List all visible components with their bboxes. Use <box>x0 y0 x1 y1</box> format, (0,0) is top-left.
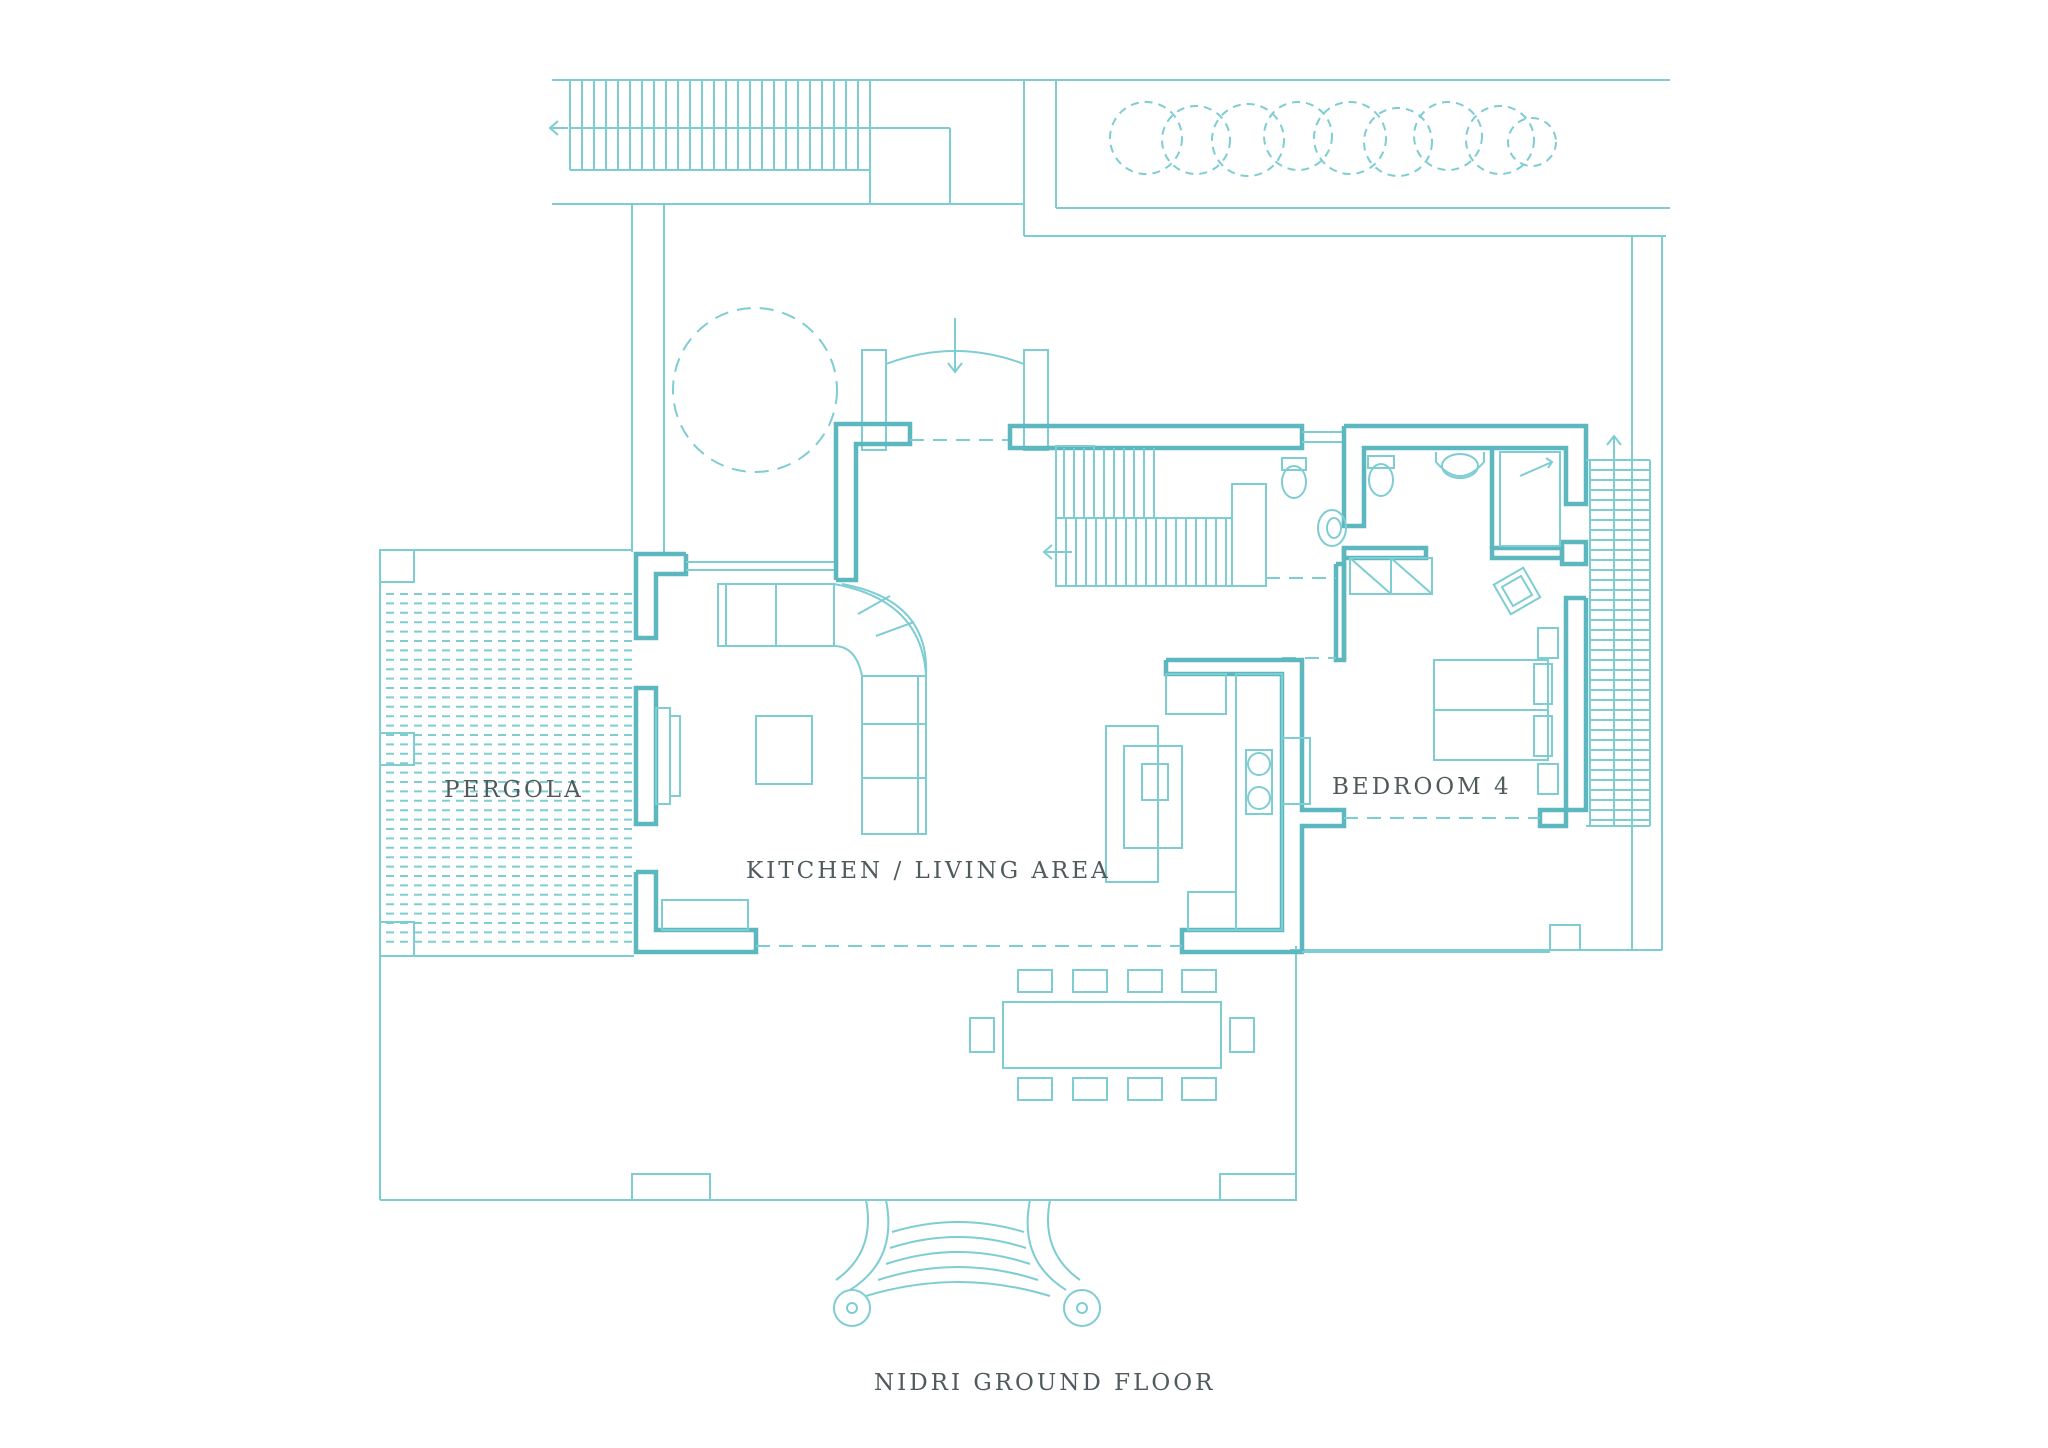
entrance-gate <box>861 318 1049 451</box>
side-stair-treads <box>1590 469 1650 821</box>
kitchen-living-label: KITCHEN / LIVING AREA <box>746 858 1111 884</box>
front-steps <box>833 1199 1101 1327</box>
plan-title: NIDRI GROUND FLOOR <box>874 1370 1215 1396</box>
wardrobe <box>1349 557 1433 595</box>
sideboard <box>661 899 749 931</box>
nightstand <box>1537 627 1559 659</box>
sofa <box>717 582 928 835</box>
top-stair-treads <box>569 80 871 170</box>
pergola-slats <box>386 593 632 943</box>
pergola <box>379 549 634 1200</box>
inner-stair-treads <box>1055 448 1227 586</box>
side-stairs <box>1586 434 1651 827</box>
dining-table <box>969 969 1255 1101</box>
toilet-icon <box>1367 455 1395 497</box>
shrub-icon <box>1109 101 1557 177</box>
arrow-down-icon <box>947 318 963 374</box>
sink-icon <box>1317 509 1347 547</box>
arrow-left-icon <box>548 120 568 136</box>
armchair <box>1492 566 1542 616</box>
terrace <box>380 946 1297 1201</box>
top-stair-area <box>548 79 1024 205</box>
shower-icon <box>1499 451 1561 547</box>
house-walls <box>633 421 1589 955</box>
arrow-up-icon <box>1606 434 1622 826</box>
arrow-left-icon <box>1042 544 1072 560</box>
nightstand <box>1537 763 1559 795</box>
bedroom-4-label: BEDROOM 4 <box>1332 774 1512 800</box>
bed <box>1433 659 1553 761</box>
courtyard <box>631 204 1663 951</box>
coffee-table <box>755 715 813 785</box>
pergola-label: PERGOLA <box>444 777 584 803</box>
toilet-icon <box>1281 457 1307 499</box>
sink-icon <box>1435 452 1485 479</box>
kitchen-counter <box>1165 673 1311 931</box>
interior-stairs <box>1042 445 1267 587</box>
garden-strip <box>1023 79 1670 237</box>
tree-icon <box>672 307 838 473</box>
kitchen-island <box>1105 725 1183 883</box>
